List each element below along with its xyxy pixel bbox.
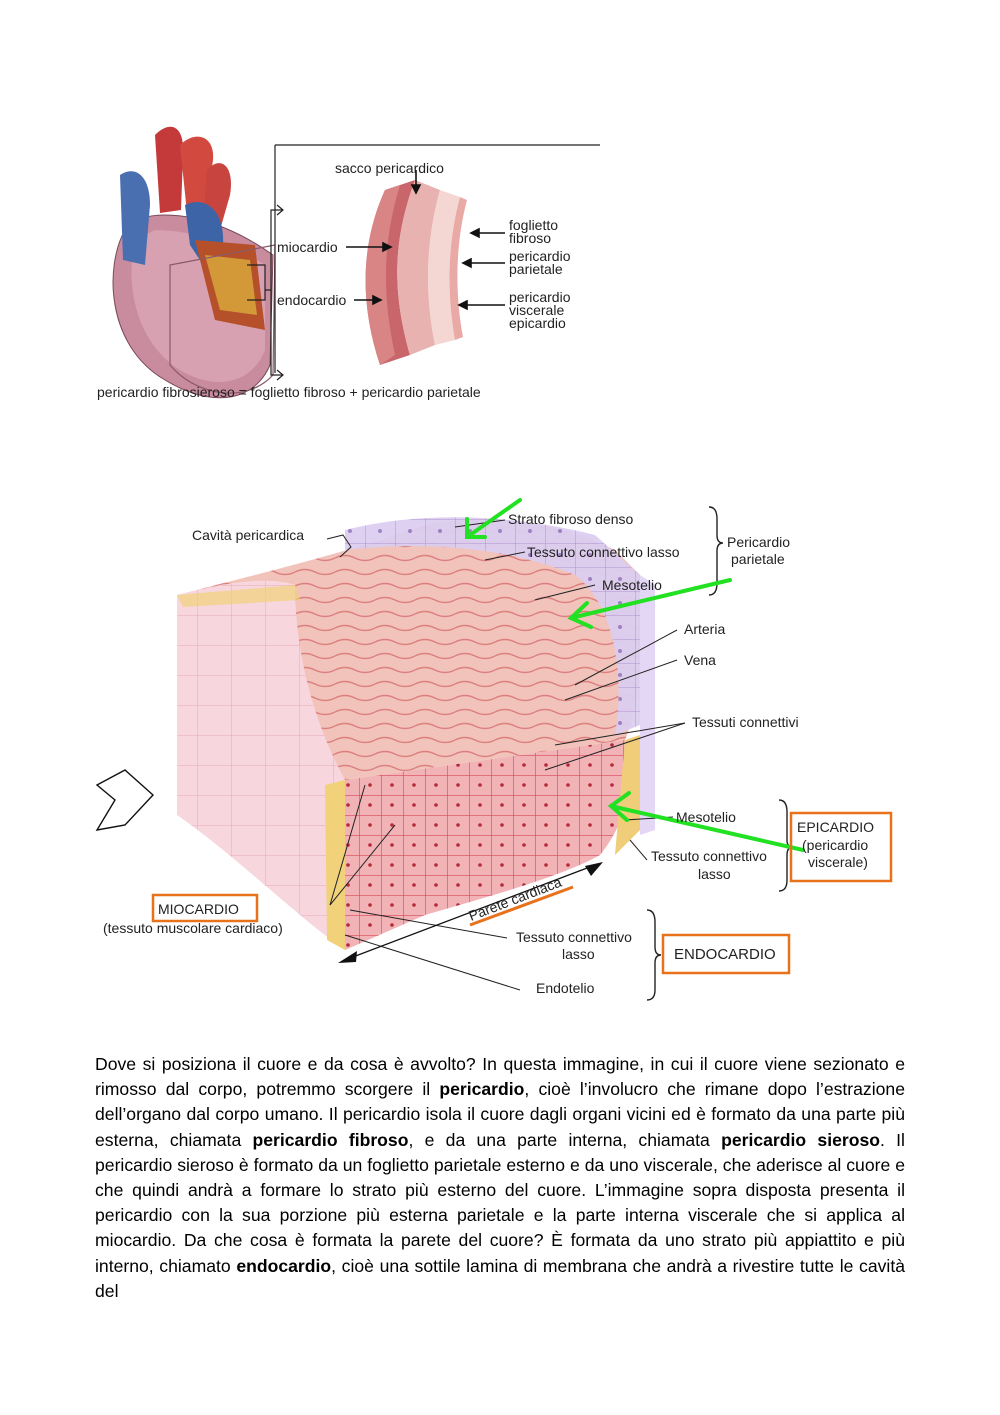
paragraph-text-1: Dove si posiziona il cuore e da cosa è a… bbox=[95, 1054, 905, 1100]
term-endocardio: endocardio bbox=[236, 1255, 332, 1276]
label-miocardio: MIOCARDIO bbox=[158, 901, 239, 917]
highlight-arrows bbox=[465, 498, 805, 852]
label-endocardio: endocardio bbox=[277, 292, 346, 308]
label-mesotelio-mid: Mesotelio bbox=[676, 809, 736, 825]
paragraph-text-4: . Il pericardio sieroso è formato da un … bbox=[95, 1129, 905, 1276]
label-mesotelio-top: Mesotelio bbox=[602, 577, 662, 593]
paragraph-text-3: , e da una parte interna, chiamata bbox=[408, 1129, 722, 1150]
pericardium-figure: sacco pericardico miocardio endocardio f… bbox=[95, 115, 600, 415]
label-sacco-pericardico: sacco pericardico bbox=[335, 160, 444, 176]
miocardio-highlight-box bbox=[151, 893, 259, 923]
label-epicardio-pericardio: (pericardio bbox=[802, 837, 868, 853]
term-pericardio: pericardio bbox=[439, 1079, 525, 1100]
left-outline-arrow bbox=[95, 769, 155, 831]
label-endotelio: Endotelio bbox=[536, 980, 595, 996]
term-pericardio-fibroso: pericardio fibroso bbox=[252, 1129, 409, 1150]
figure-caption: pericardio fibrosieroso = foglietto fibr… bbox=[97, 384, 481, 400]
term-pericardio-sieroso: pericardio sieroso bbox=[721, 1129, 881, 1150]
label-tessuto-lasso-mid-1: Tessuto connettivo bbox=[651, 848, 767, 864]
label-pericardio-parietale-1: Pericardio bbox=[727, 534, 790, 550]
label-epicardio: epicardio bbox=[509, 315, 566, 331]
label-foglietto: foglietto bbox=[509, 217, 558, 233]
label-miocardio: miocardio bbox=[277, 239, 338, 255]
label-cavita-pericardica: Cavità pericardica bbox=[192, 527, 304, 543]
label-epicardio-viscerale: viscerale) bbox=[808, 854, 868, 870]
label-tessuto-lasso-bot-2: lasso bbox=[562, 946, 595, 962]
heart-wall-section bbox=[365, 180, 467, 365]
endocardio-highlight-box bbox=[661, 933, 791, 975]
label-pericardio-viscerale-2: viscerale bbox=[509, 302, 564, 318]
heart-illustration bbox=[112, 126, 276, 399]
body-paragraph: Dove si posiziona il cuore e da cosa è a… bbox=[95, 1052, 905, 1304]
label-tessuti-connettivi: Tessuti connettivi bbox=[692, 714, 799, 730]
label-pericardio-parietale-2: parietale bbox=[731, 551, 785, 567]
label-arteria: Arteria bbox=[684, 621, 725, 637]
heart-wall-figure: Cavità pericardica Strato fibroso denso … bbox=[95, 495, 905, 1005]
diagram-frame bbox=[247, 144, 600, 381]
paragraph-text-5: , cioè una sottile lamina di membrana ch… bbox=[95, 1255, 905, 1301]
label-vena: Vena bbox=[684, 652, 716, 668]
label-pericardio-parietale-1: pericardio bbox=[509, 248, 571, 264]
label-miocardio-tessuto: (tessuto muscolare cardiaco) bbox=[103, 920, 283, 936]
label-pericardio-viscerale-1: pericardio bbox=[509, 289, 571, 305]
label-fibroso: fibroso bbox=[509, 230, 551, 246]
label-tessuto-lasso-mid-2: lasso bbox=[698, 866, 731, 882]
label-pericardio-parietale-2: parietale bbox=[509, 261, 563, 277]
paragraph-text-2: , cioè l’involucro che rimane dopo l’est… bbox=[95, 1079, 905, 1150]
label-tessuto-lasso-bot-1: Tessuto connettivo bbox=[516, 929, 632, 945]
epicardio-highlight-box bbox=[789, 811, 893, 883]
leader-lines bbox=[326, 519, 686, 991]
label-endocardio: ENDOCARDIO bbox=[674, 946, 776, 963]
label-strato-fibroso-denso: Strato fibroso denso bbox=[508, 511, 634, 527]
label-tessuto-connettivo-lasso-top: Tessuto connettivo lasso bbox=[527, 544, 680, 560]
heart-wall-block bbox=[177, 517, 655, 950]
parete-arrow bbox=[338, 862, 603, 963]
label-epicardio: EPICARDIO bbox=[797, 819, 874, 835]
pointer-lines bbox=[346, 170, 505, 311]
